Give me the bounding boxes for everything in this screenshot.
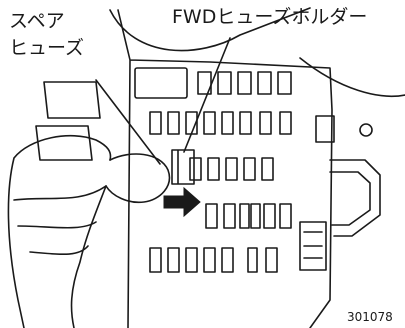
figure-code: 301078 — [347, 310, 393, 324]
panel-edge — [109, 7, 311, 52]
panel-right-bracket-inner — [329, 171, 371, 226]
leader-fwd-holder — [183, 37, 231, 153]
right-tab — [315, 115, 335, 143]
mounting-hole — [359, 123, 373, 137]
spare-fuse-label-line1: スペア — [9, 10, 65, 32]
panel-right-bracket — [329, 159, 381, 237]
hand-thumb — [105, 153, 171, 204]
fwd-fuse-holder — [171, 149, 195, 185]
spare-fuse-label: スペア ヒューズ — [9, 8, 84, 62]
relay-block — [134, 67, 188, 99]
panel-right-edge — [299, 57, 405, 97]
fwd-fuse-holder-label: FWDヒューズホルダー — [172, 6, 368, 28]
leader-spare-fuse — [95, 79, 161, 165]
fuse-row-5 — [149, 247, 278, 273]
lower-connector — [299, 221, 327, 271]
hand-back — [7, 134, 112, 328]
spare-panel-blocks — [35, 81, 101, 161]
fuse-row-3 — [189, 157, 274, 181]
fuse-row-2 — [149, 111, 292, 135]
fuse-row-4 — [205, 203, 292, 229]
insertion-arrow — [163, 186, 201, 218]
spare-fuse-label-line2: ヒューズ — [9, 37, 85, 59]
hand-fingers — [13, 185, 107, 256]
fuse-row-1 — [197, 71, 292, 95]
